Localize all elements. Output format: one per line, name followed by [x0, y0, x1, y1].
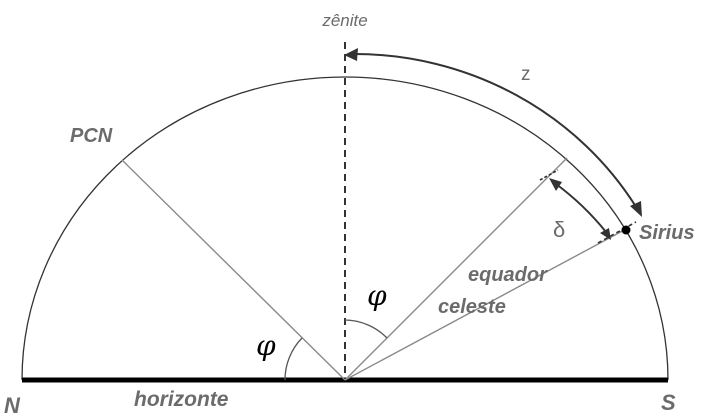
z-arrow-head-end — [630, 201, 642, 217]
equator-label-line2: celeste — [438, 296, 506, 318]
delta-arrow-head-end — [600, 228, 611, 240]
polar-axis-line — [121, 159, 346, 381]
sirius-label: Sirius — [639, 222, 695, 244]
equator-label-line1: equador — [468, 264, 548, 286]
sirius-star-dot — [621, 225, 631, 235]
delta-label: δ — [553, 217, 565, 242]
zenith-label: zênite — [321, 11, 367, 30]
star-direction-line — [344, 227, 629, 381]
delta-tick-bottom — [597, 221, 637, 244]
celestial-equator-line — [344, 157, 568, 381]
celestial-hemisphere-arc — [21, 76, 669, 381]
phi-label-left: φ — [256, 329, 276, 362]
south-label: S — [661, 390, 676, 415]
phi-angle-arc-left — [284, 337, 303, 381]
horizon-label: horizonte — [134, 388, 229, 411]
north-label: N — [4, 393, 21, 417]
delta-arrow-head-start — [549, 178, 562, 191]
zenith-distance-arrow — [351, 52, 639, 211]
phi-label-center: φ — [367, 279, 387, 312]
pcn-label: PCN — [70, 125, 113, 147]
phi-angle-arc-center — [344, 319, 388, 339]
delta-tick-top — [539, 169, 559, 181]
z-arrow-head-start — [344, 48, 358, 61]
declination-arrow — [555, 183, 607, 233]
z-label: z — [521, 64, 531, 85]
